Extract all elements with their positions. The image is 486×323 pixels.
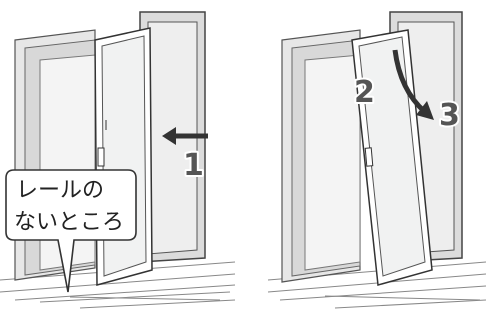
wall-frame-right [282,30,360,282]
step-number-2: 2 [354,75,375,110]
wall-frame-left [15,30,95,280]
callout-line-1: レールの [16,178,104,203]
panel-right: 2 3 [268,12,486,308]
step-number-3: 3 [439,98,460,133]
callout-line-2: ないところ [14,210,124,235]
panel-left: 1 レールの ないところ [0,12,235,308]
sliding-sash-left [95,28,152,285]
step-number-1: 1 [183,148,204,183]
